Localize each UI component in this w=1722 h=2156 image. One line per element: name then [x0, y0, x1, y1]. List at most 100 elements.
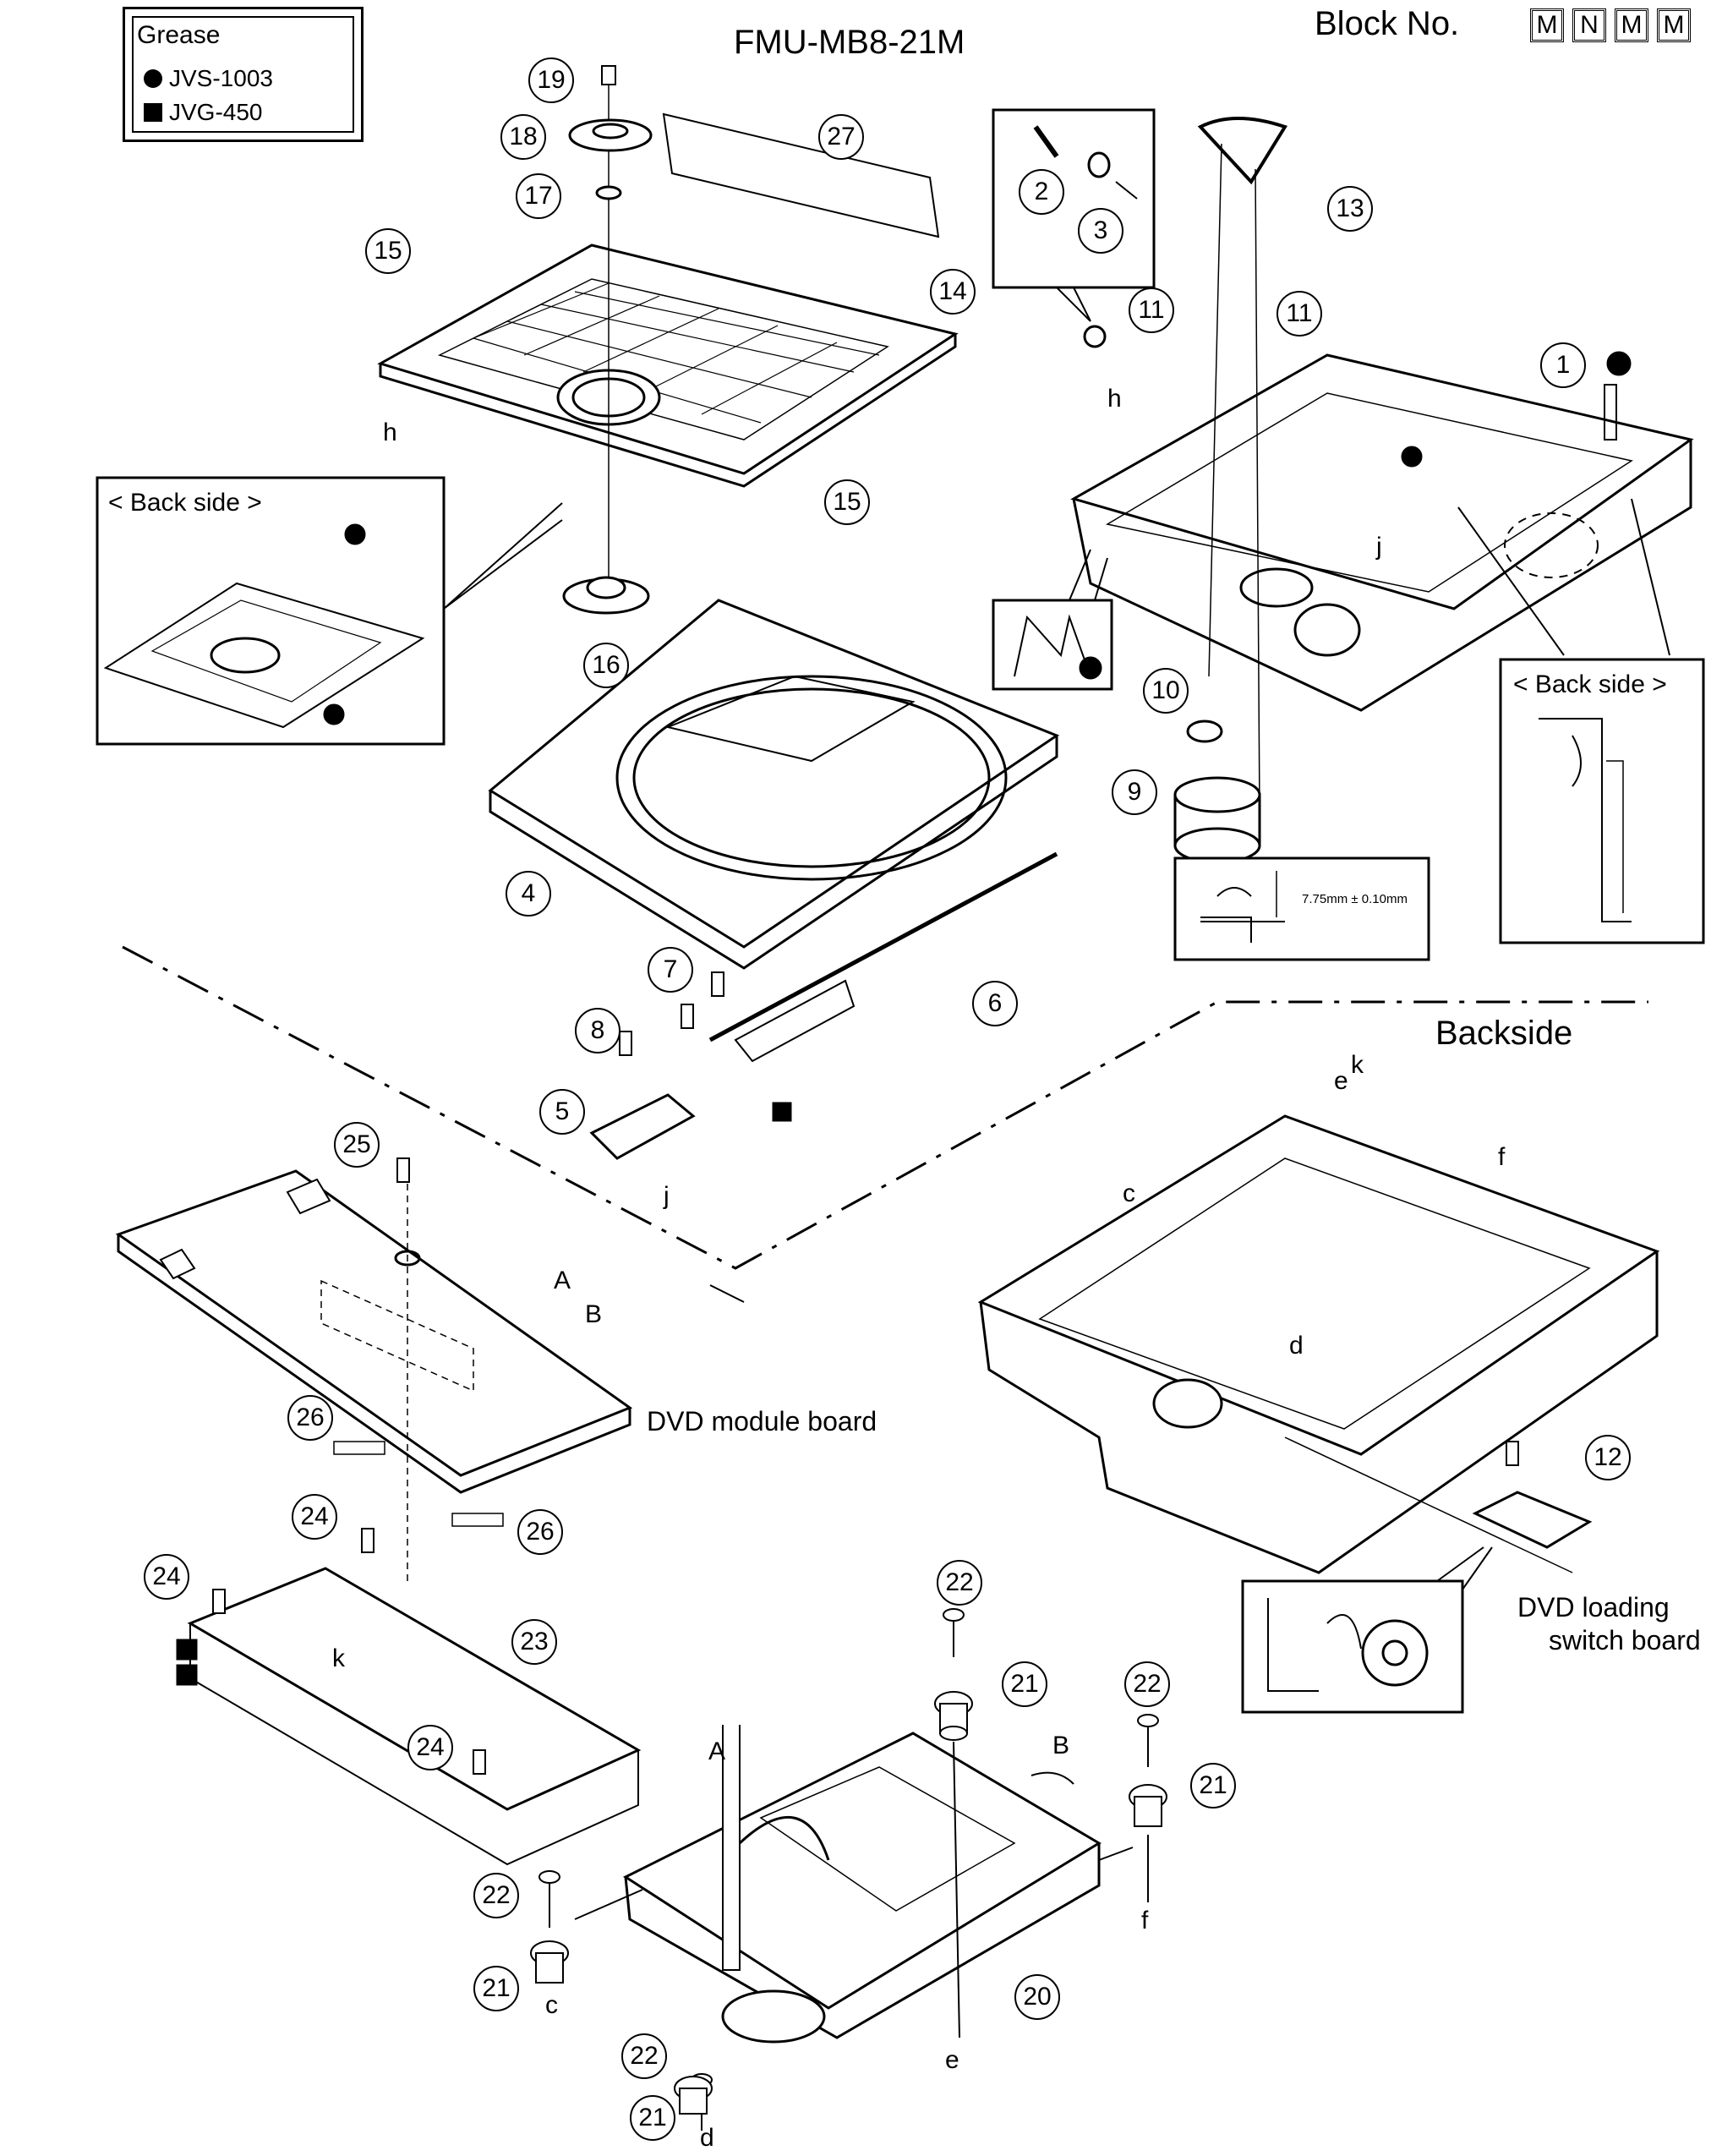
connector-letter-f2: f	[1141, 1907, 1149, 1934]
block-code-1: M	[1530, 8, 1564, 42]
model-title: FMU-MB8-21M	[734, 24, 965, 61]
part-callout-24b: 24	[144, 1554, 189, 1600]
backside-heading: Backside	[1435, 1015, 1573, 1052]
part-callout-21b: 21	[1190, 1763, 1236, 1809]
block-number-label: Block No.	[1315, 5, 1460, 42]
cable-b-drawing	[1030, 1771, 1074, 1785]
part-callout-15b: 15	[824, 479, 870, 525]
part-callout-24a: 24	[292, 1494, 337, 1540]
part-callout-25: 25	[334, 1122, 380, 1168]
part-callout-22d: 22	[621, 2033, 667, 2079]
connector-letter-A1: A	[554, 1267, 571, 1294]
part-callout-6: 6	[972, 981, 1018, 1026]
grease-circle-icon	[144, 69, 162, 88]
part-callout-9: 9	[1112, 769, 1157, 815]
connector-letter-c2: c	[545, 1991, 558, 2019]
grease-legend-title: Grease	[137, 21, 221, 49]
part-callout-27: 27	[818, 114, 864, 160]
part-callout-24c: 24	[407, 1725, 453, 1770]
tray-rail-drawing	[589, 851, 1058, 1160]
back-side-inset-left-drawing	[96, 476, 563, 746]
connector-letter-k1: k	[1351, 1051, 1364, 1079]
part-callout-21c: 21	[473, 1966, 519, 2011]
connector-letter-h2: h	[1107, 385, 1122, 413]
part-callout-11a: 11	[1129, 287, 1174, 333]
part-callout-21a: 21	[1002, 1661, 1047, 1707]
grease-circle-label: JVS-1003	[169, 65, 273, 91]
connector-letter-j1: j	[1376, 533, 1382, 561]
part-callout-19: 19	[528, 57, 574, 103]
connector-letter-B2: B	[1052, 1732, 1070, 1759]
clamper-drawing	[562, 65, 653, 615]
switch-detail-inset-drawing	[1241, 1546, 1493, 1714]
block-code-4: M	[1657, 8, 1691, 42]
block-code-2: N	[1572, 8, 1606, 42]
part-callout-21d: 21	[630, 2095, 675, 2141]
part-callout-15a: 15	[365, 228, 411, 274]
part-callout-10: 10	[1143, 668, 1189, 714]
dvd-loading-switch-label-line1: DVD loading	[1517, 1592, 1670, 1622]
connector-letter-A2: A	[708, 1737, 726, 1765]
bracket-drawing	[176, 1528, 642, 1866]
part-callout-17: 17	[516, 173, 561, 219]
connector-letter-k2: k	[332, 1644, 345, 1672]
connector-letter-e1: e	[1334, 1067, 1348, 1095]
grease-detail-inset-drawing	[992, 549, 1113, 691]
back-side-inset-right-drawing	[1457, 498, 1705, 944]
traverse-mechanism-drawing	[622, 1725, 1102, 2044]
part-callout-12: 12	[1585, 1435, 1631, 1480]
part-callout-22b: 22	[1124, 1661, 1170, 1707]
backside-chassis-drawing	[977, 1114, 1660, 1574]
loading-switch-board-drawing	[1472, 1441, 1593, 1549]
grease-legend-inner-frame	[132, 16, 354, 133]
part-callout-11b: 11	[1276, 291, 1322, 337]
part-callout-18: 18	[500, 114, 546, 160]
part-callout-26b: 26	[517, 1509, 563, 1555]
label-plate-drawing	[662, 112, 940, 238]
part-callout-5: 5	[539, 1089, 585, 1135]
dvd-module-board-label: DVD module board	[647, 1406, 877, 1436]
part-callout-7: 7	[648, 947, 693, 993]
part-callout-20: 20	[1014, 1974, 1060, 2020]
connector-letter-d2: d	[700, 2124, 714, 2152]
chassis-drawing	[1070, 351, 1694, 712]
block-code-3: M	[1615, 8, 1648, 42]
damper-screws-drawing	[530, 1608, 1167, 2131]
cable-a-drawing	[709, 1284, 745, 1303]
grease-square-label: JVG-450	[169, 99, 263, 125]
dimension-inset-drawing	[1173, 856, 1430, 961]
top-cover-drawing	[377, 244, 959, 488]
section-divider	[122, 945, 1648, 1270]
connector-letter-c1: c	[1123, 1179, 1135, 1207]
grease-legend-item-square: JVG-450	[144, 99, 263, 126]
back-side-label-right: < Back side >	[1513, 670, 1667, 698]
belt-drawing	[1197, 117, 1288, 185]
part-callout-22a: 22	[937, 1560, 982, 1606]
back-side-label-left: < Back side >	[108, 489, 262, 517]
connector-letter-d1: d	[1289, 1332, 1304, 1360]
grease-square-icon	[144, 103, 162, 122]
part-callout-26a: 26	[287, 1395, 333, 1441]
grease-legend: Grease JVS-1003 JVG-450	[123, 7, 364, 142]
dvd-module-board-drawing	[115, 1157, 633, 1581]
disc-tray-drawing	[488, 599, 1060, 970]
dimension-label: 7.75mm ± 0.10mm	[1302, 892, 1408, 906]
part-callout-23: 23	[511, 1619, 557, 1665]
part-callout-22c: 22	[473, 1873, 519, 1918]
connector-letter-h1: h	[383, 419, 397, 446]
motor-drawing	[1173, 720, 1261, 864]
connector-letter-j2: j	[664, 1182, 670, 1210]
part-callout-1: 1	[1540, 342, 1586, 388]
part-callout-3: 3	[1078, 208, 1123, 254]
part-callout-16: 16	[583, 643, 629, 688]
connector-letter-B1: B	[585, 1300, 603, 1328]
connector-letter-e2: e	[945, 2046, 959, 2074]
grease-legend-item-circle: JVS-1003	[144, 65, 273, 92]
part-callout-8: 8	[575, 1008, 620, 1053]
part-callout-4: 4	[506, 871, 551, 917]
part-callout-13: 13	[1327, 186, 1373, 232]
part-callout-2: 2	[1019, 169, 1064, 215]
part-callout-14: 14	[930, 269, 976, 315]
